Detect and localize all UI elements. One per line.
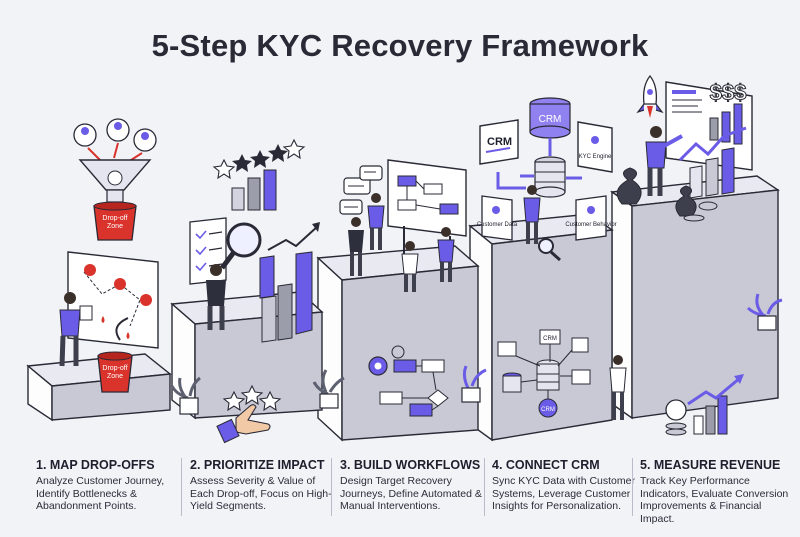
journey-board bbox=[67, 251, 159, 349]
step-1-title: 1. MAP DROP-OFFS bbox=[36, 458, 155, 472]
money-bags bbox=[616, 167, 718, 222]
revenue-bars-block bbox=[689, 147, 735, 199]
analyst-person-1 bbox=[59, 292, 93, 367]
plant-2 bbox=[170, 376, 201, 415]
crm-db-label: CRM bbox=[539, 114, 562, 125]
step-5-title: 5. MEASURE REVENUE bbox=[640, 458, 781, 472]
gear-flow-diagram bbox=[368, 345, 449, 417]
page-title: 5-Step KYC Recovery Framework bbox=[151, 28, 649, 63]
step-1-caption: 1. MAP DROP-OFFS Analyze Customer Journe… bbox=[36, 458, 186, 513]
step-2-description: Assess Severity & Value of Each Drop-off… bbox=[190, 475, 332, 512]
pointing-hand bbox=[216, 384, 282, 444]
magnifier-icon bbox=[220, 222, 262, 270]
block-step-3 bbox=[316, 245, 480, 442]
step-4-caption: 4. CONNECT CRM Sync KYC Data with Custom… bbox=[492, 458, 642, 513]
caption-divider bbox=[632, 458, 633, 516]
step-4-description: Sync KYC Data with Customer Systems, Lev… bbox=[492, 475, 635, 512]
step-2-title: 2. PRIORITIZE IMPACT bbox=[190, 458, 325, 472]
workflow-board bbox=[387, 159, 467, 268]
step-3-title: 3. BUILD WORKFLOWS bbox=[340, 458, 481, 472]
step-3-caption: 3. BUILD WORKFLOWS Design Target Recover… bbox=[340, 458, 490, 513]
crm-box-label: CRM bbox=[487, 136, 512, 148]
team-people-3 bbox=[348, 193, 455, 292]
rocket-icon bbox=[636, 74, 664, 118]
customer-data-label: Customer Data bbox=[477, 222, 518, 228]
kyc-engine-label: KYC Engine bbox=[579, 154, 612, 160]
step-5-caption: 5. MEASURE REVENUE Track Key Performance… bbox=[640, 458, 790, 525]
money-label: $$$ bbox=[710, 80, 747, 105]
step-2-caption: 2. PRIORITIZE IMPACT Assess Severity & V… bbox=[190, 458, 340, 513]
coin-growth-chart bbox=[665, 374, 744, 436]
presenter-person-5 bbox=[645, 126, 683, 196]
plant-3 bbox=[312, 365, 487, 409]
growth-bars bbox=[259, 222, 320, 343]
chat-bubbles bbox=[339, 165, 383, 215]
customer-behavior-label: Customer Behavior bbox=[565, 222, 616, 228]
rating-stars bbox=[212, 138, 306, 180]
small-bar-chart bbox=[231, 169, 277, 211]
analyst-person-2 bbox=[206, 264, 226, 330]
checklist-board bbox=[189, 217, 227, 285]
step-3-description: Design Target Recovery Journeys, Define … bbox=[340, 475, 482, 512]
dashboard-monitor: $$$ bbox=[665, 80, 753, 171]
crm-badge-label: CRM bbox=[541, 407, 555, 413]
plant-5 bbox=[746, 293, 783, 331]
step-4-title: 4. CONNECT CRM bbox=[492, 458, 600, 472]
crm-small-label: CRM bbox=[543, 336, 557, 342]
caption-divider bbox=[331, 458, 332, 516]
caption-divider bbox=[484, 458, 485, 516]
step-1-description: Analyze Customer Journey, Identify Bottl… bbox=[36, 475, 165, 512]
step-5-description: Track Key Performance Indicators, Evalua… bbox=[640, 475, 789, 525]
crm-person-4 bbox=[523, 185, 541, 244]
caption-divider bbox=[181, 458, 182, 516]
crm-system-cluster: CRM CRM KYC Engine Customer Data Custome… bbox=[477, 97, 617, 262]
crm-network: CRM CRM bbox=[497, 329, 627, 420]
